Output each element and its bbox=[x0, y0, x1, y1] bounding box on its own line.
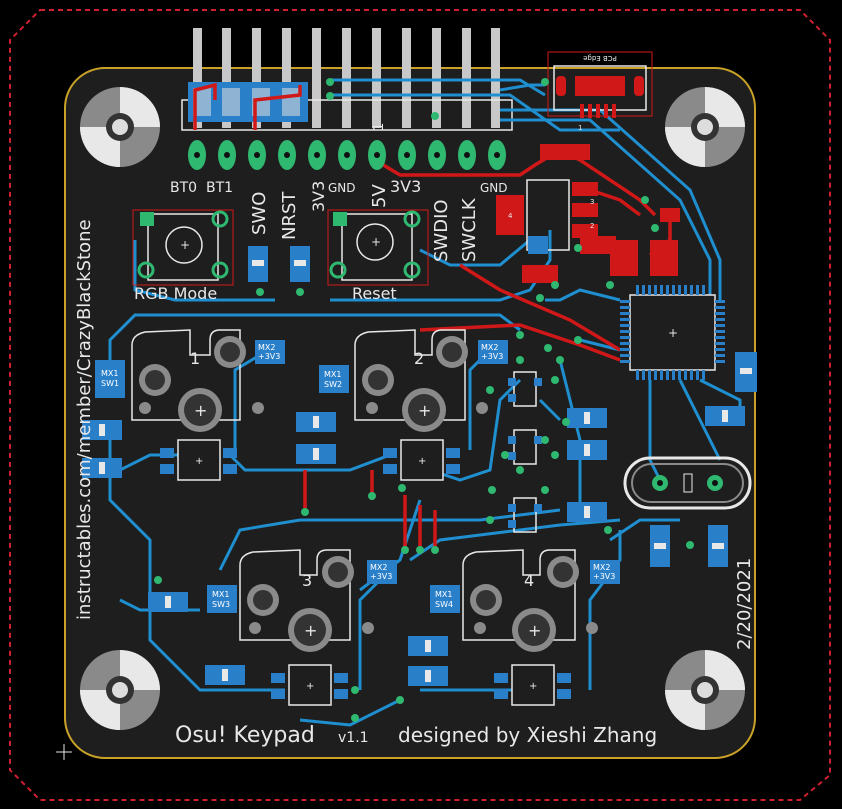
pin-label-bt0: BT0 bbox=[170, 180, 197, 196]
plus-icon: + bbox=[304, 621, 317, 640]
led-2-label: MX2+3V3 bbox=[481, 343, 503, 361]
small-transistors bbox=[513, 371, 537, 533]
pin-label-gnd-a: GND bbox=[328, 181, 356, 195]
board-version: v1.1 bbox=[338, 730, 369, 746]
vias bbox=[154, 78, 694, 722]
rgb-mode-label: RGB Mode bbox=[134, 284, 217, 303]
plus-icon: + bbox=[668, 326, 678, 340]
mounting-holes bbox=[80, 87, 745, 730]
date-text: 2/20/2021 bbox=[734, 558, 755, 650]
pin-label-swo: SWO bbox=[249, 192, 270, 235]
rgb-mode-button: + RGB Mode bbox=[132, 209, 234, 303]
switch-2-number: 2 bbox=[414, 349, 424, 368]
header-pins bbox=[181, 28, 513, 131]
pin-label-swclk: SWCLK bbox=[459, 197, 480, 262]
switch-4-number: 4 bbox=[524, 571, 534, 590]
switch-2-sw: SW2 bbox=[324, 380, 342, 389]
pin-label-5v: 5V bbox=[369, 184, 390, 208]
led-4-label: MX2+3V3 bbox=[593, 563, 615, 581]
origin-cross bbox=[56, 744, 72, 760]
switch-3-number: 3 bbox=[302, 571, 312, 590]
led-footprints: + + + + bbox=[160, 439, 571, 706]
plus-icon: + bbox=[418, 401, 431, 420]
pin-label-gnd-b: GND bbox=[480, 181, 508, 195]
keepout-outline bbox=[9, 9, 831, 801]
switch-2-mx: MX1 bbox=[324, 370, 341, 379]
pin-label-swdio: SWDIO bbox=[431, 199, 452, 262]
header-pad-holes bbox=[194, 152, 500, 158]
reg-pin-4: 4 bbox=[508, 212, 513, 220]
board-title: Osu! Keypad bbox=[175, 723, 315, 748]
switch-4-sw: SW4 bbox=[435, 600, 453, 609]
plus-icon: + bbox=[195, 456, 203, 467]
pin-label-bt1: BT1 bbox=[206, 180, 233, 196]
crystal-oscillator bbox=[623, 456, 752, 510]
plus-icon: + bbox=[194, 401, 207, 420]
key-switch-4: + 4 MX1 SW4 bbox=[430, 549, 598, 652]
key-switch-1: + 1 MX1 SW1 bbox=[95, 329, 264, 432]
reg-pin-3: 3 bbox=[590, 198, 594, 206]
small-transistor-pads bbox=[508, 378, 542, 528]
plus-icon: + bbox=[371, 235, 381, 249]
pin1-marker: 1 bbox=[372, 123, 387, 131]
reg-pin-1: 1 bbox=[578, 124, 582, 132]
plus-icon: + bbox=[306, 681, 314, 692]
reset-label: Reset bbox=[352, 284, 397, 303]
key-switch-3: + 3 MX1 SW3 bbox=[207, 549, 374, 652]
switch-1-mx: MX1 bbox=[101, 369, 118, 378]
usb-connector: PCB Edge bbox=[547, 51, 653, 118]
website-text: instructables.com/member/CrazyBlackStone bbox=[74, 219, 95, 620]
led-3-label: MX2+3V3 bbox=[370, 563, 392, 581]
switch-3-sw: SW3 bbox=[212, 600, 230, 609]
bottom-copper-traces bbox=[108, 78, 742, 727]
switch-3-mx: MX1 bbox=[212, 590, 229, 599]
reset-button: + Reset bbox=[327, 209, 429, 303]
switch-1-number: 1 bbox=[190, 349, 200, 368]
header-pin-labels: BT0 BT1 SWO NRST 3V3 GND 5V 3V3 SWDIO SW… bbox=[170, 177, 508, 262]
usb-edge-label: PCB Edge bbox=[583, 54, 617, 62]
switch-1-sw: SW1 bbox=[101, 379, 119, 388]
led-1-label: MX2+3V3 bbox=[258, 343, 280, 361]
pin-label-3v3-b: 3V3 bbox=[390, 177, 421, 196]
smd-components bbox=[82, 236, 757, 686]
led-pads: MX2+3V3 MX2+3V3 MX2+3V3 MX2+3V3 bbox=[255, 340, 620, 584]
microcontroller-ic: + bbox=[620, 285, 725, 380]
plus-icon: + bbox=[528, 621, 541, 640]
plus-icon: + bbox=[180, 238, 190, 252]
pin-label-nrst: NRST bbox=[279, 191, 300, 240]
plus-icon: + bbox=[418, 456, 426, 467]
voltage-regulator: 4 3 2 1 bbox=[496, 124, 680, 283]
switch-4-mx: MX1 bbox=[435, 590, 452, 599]
pin-label-3v3-a: 3V3 bbox=[309, 181, 328, 212]
key-switch-2: + 2 MX1 SW2 bbox=[319, 329, 488, 432]
designer-credit: designed by Xieshi Zhang bbox=[398, 723, 657, 747]
reg-pin-2: 2 bbox=[590, 222, 594, 230]
plus-icon: + bbox=[529, 681, 537, 692]
